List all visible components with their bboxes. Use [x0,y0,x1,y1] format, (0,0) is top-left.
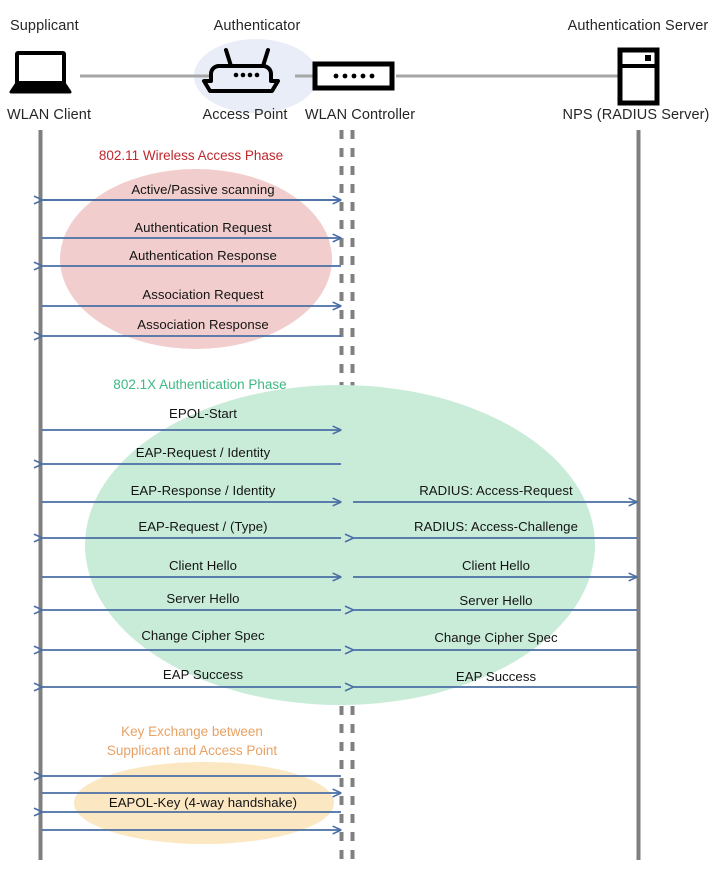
msg-authentication-request: Authentication Request [134,220,272,235]
msg-eap-request-identity: EAP-Request / Identity [135,445,271,460]
actor-device-nps-radius-server: NPS (RADIUS Server) [562,107,710,123]
phase-8021x-ellipse [85,385,595,705]
actor-role-supplicant: Supplicant [10,18,79,34]
phase-label-8021x: 802.1X Authentication Phase [113,377,287,392]
phase-80211-ellipse [60,169,332,349]
msg-change-cipher-spec-right: Change Cipher Spec [434,630,558,645]
msg-eap-success-left: EAP Success [162,667,244,682]
actor-role-authenticator: Authenticator [213,18,301,34]
msg-client-hello-left: Client Hello [168,558,238,573]
msg-active-passive-scanning: Active/Passive scanning [131,182,275,197]
laptop-icon [9,51,72,94]
actor-device-access-point: Access Point [202,107,288,123]
msg-radius-access-request: RADIUS: Access-Request [419,483,573,498]
phase-label-key-exchange-line2: Supplicant and Access Point [106,743,278,758]
msg-radius-access-challenge: RADIUS: Access-Challenge [414,519,578,534]
msg-eap-success-right: EAP Success [455,669,537,684]
msg-server-hello-right: Server Hello [459,593,533,608]
msg-eap-request-type: EAP-Request / (Type) [138,519,268,534]
actor-role-auth-server: Authentication Server [567,18,709,34]
server-icon [617,47,660,106]
switch-icon [312,61,395,91]
msg-eapol-key-4way-handshake: EAPOL-Key (4-way handshake) [105,795,301,810]
wireless-router-icon [202,48,280,93]
phase-label-key-exchange-line1: Key Exchange between [121,724,263,739]
msg-client-hello-right: Client Hello [461,558,531,573]
actor-device-wlan-client: WLAN Client [7,107,92,123]
msg-association-response: Association Response [137,317,269,332]
msg-eap-response-identity: EAP-Response / Identity [130,483,276,498]
msg-authentication-response: Authentication Response [129,248,277,263]
msg-server-hello-left: Server Hello [166,591,240,606]
msg-change-cipher-spec-left: Change Cipher Spec [141,628,265,643]
msg-association-request: Association Request [142,287,264,302]
actor-device-wlan-controller: WLAN Controller [304,107,416,123]
phase-label-80211: 802.11 Wireless Access Phase [98,148,284,163]
msg-eapol-start: EPOL-Start [169,406,237,421]
